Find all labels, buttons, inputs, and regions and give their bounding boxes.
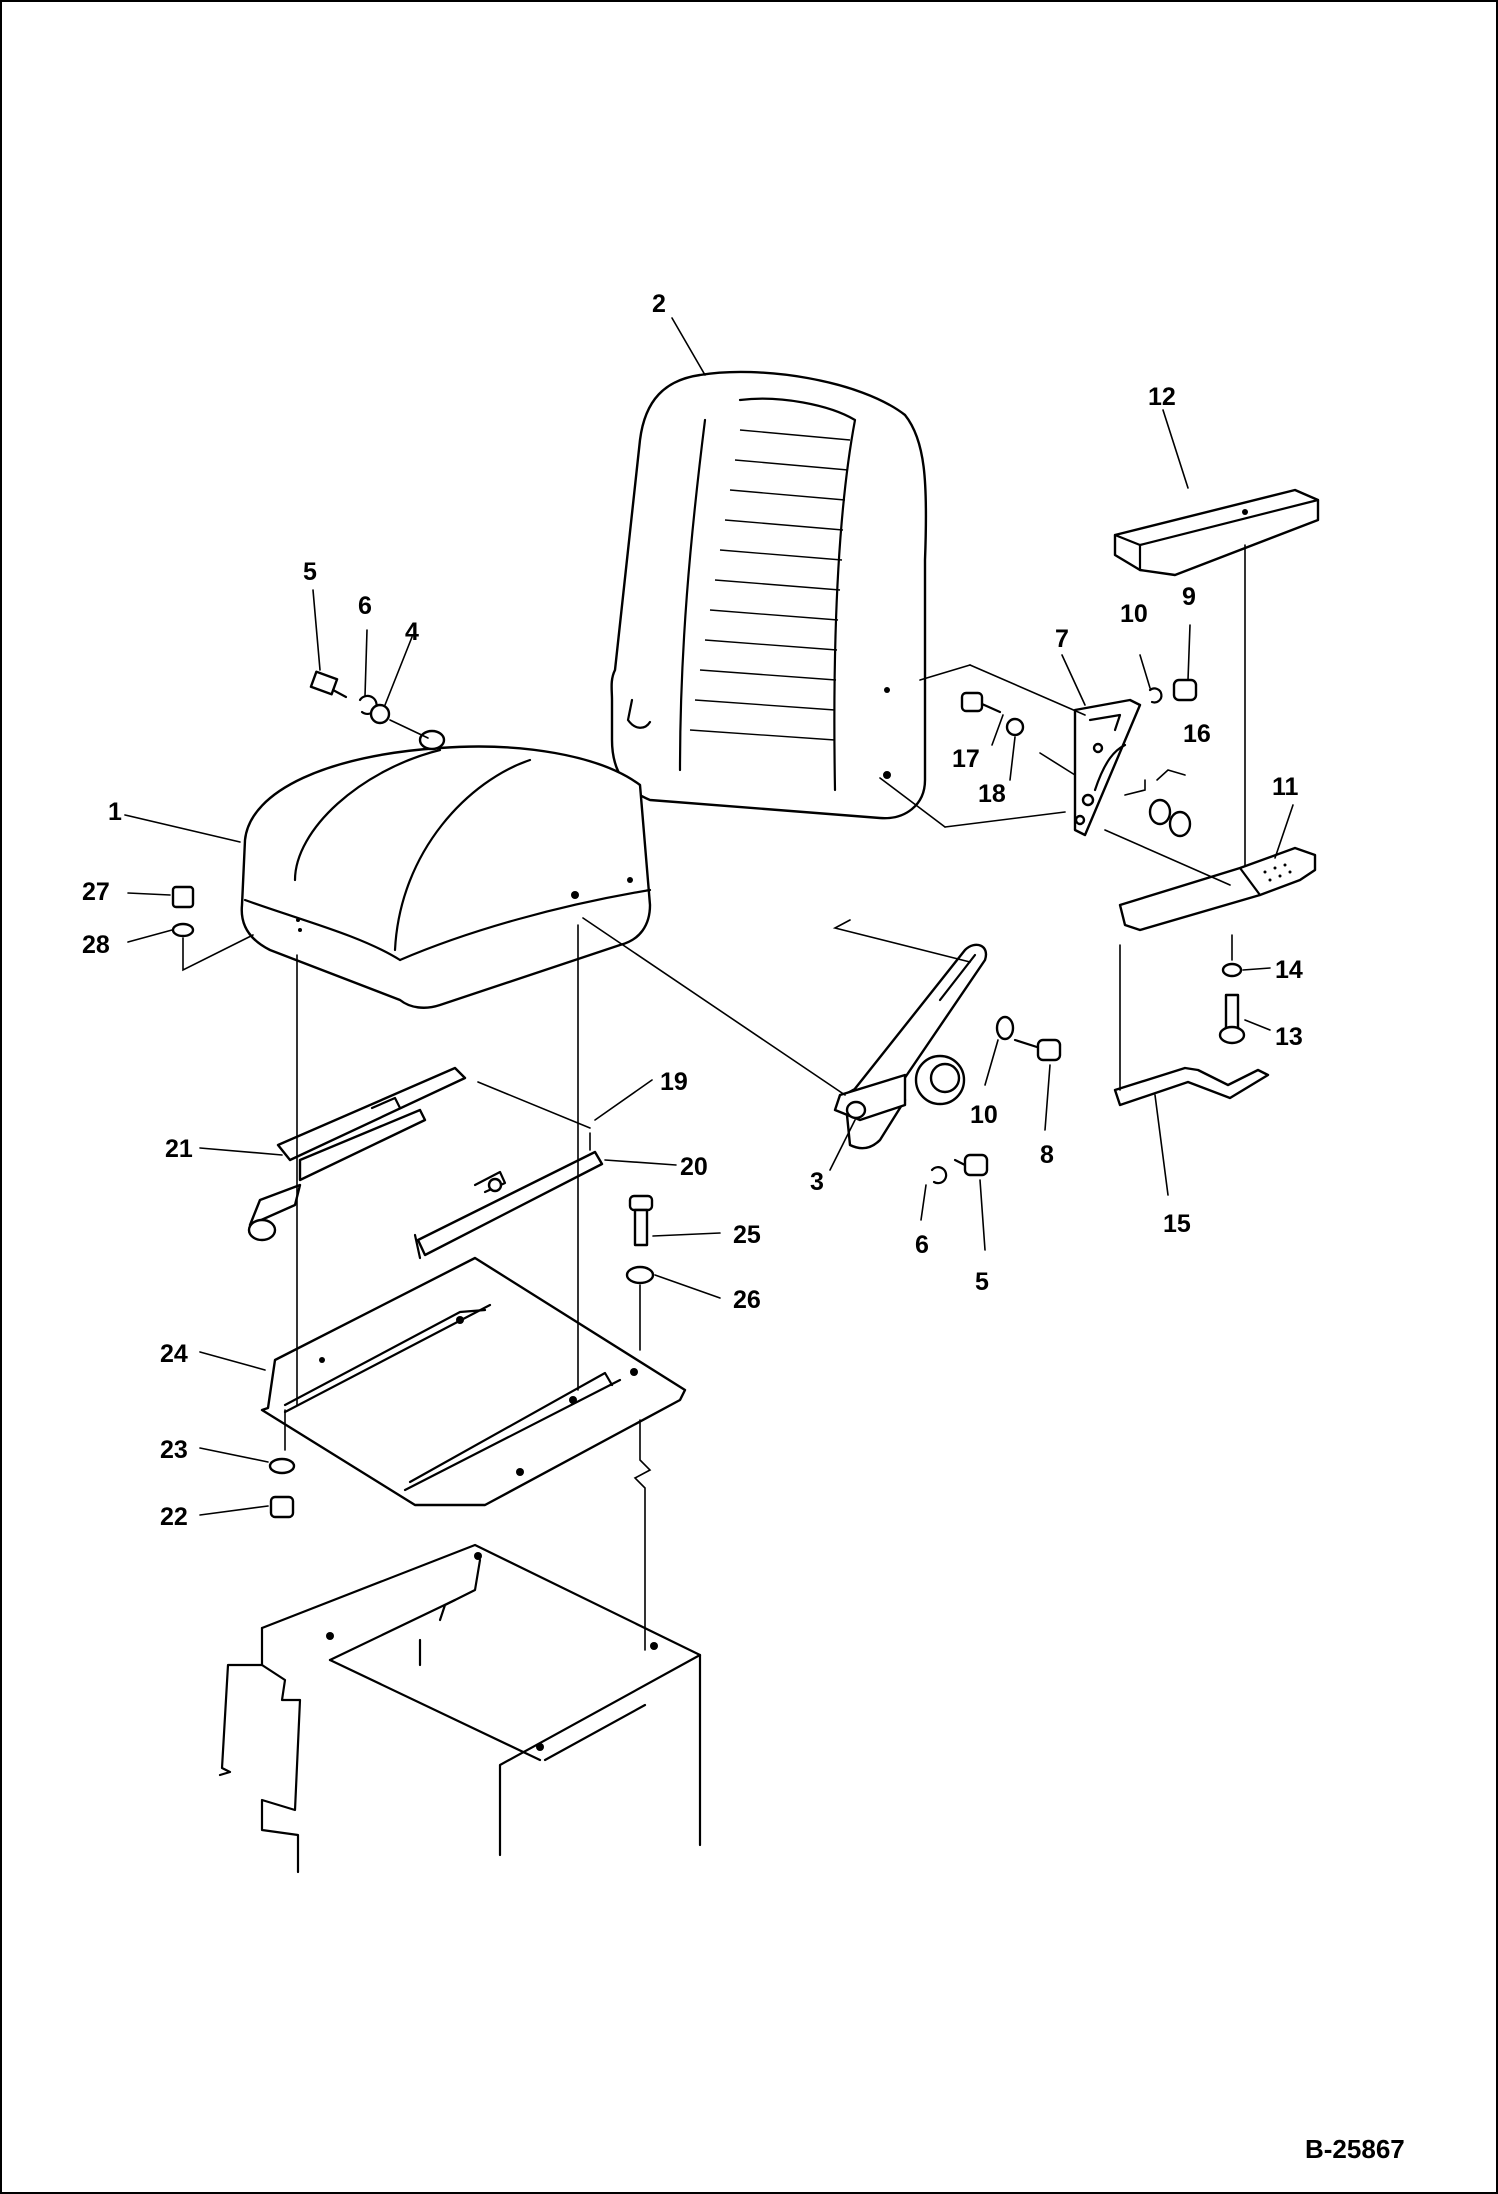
- spacer-4: [369, 703, 391, 725]
- callout-16: 16: [1183, 720, 1211, 748]
- washer-26: [625, 1265, 655, 1285]
- callout-13: 13: [1275, 1023, 1303, 1051]
- callout-5-lower: 5: [975, 1268, 989, 1296]
- bolt-13: [1218, 993, 1246, 1045]
- callout-7: 7: [1055, 625, 1069, 653]
- link-15: [1113, 1066, 1270, 1107]
- callout-5-top: 5: [303, 558, 317, 586]
- recliner-lever-3: [833, 943, 988, 1150]
- base-plate-24: [260, 1256, 687, 1507]
- callout-12: 12: [1148, 383, 1176, 411]
- callout-3: 3: [810, 1168, 824, 1196]
- bolt-25: [628, 1194, 654, 1247]
- callout-6-top: 6: [358, 592, 372, 620]
- slide-rail-21: [247, 1066, 467, 1242]
- nut-27: [171, 885, 195, 909]
- callout-10-lower: 10: [970, 1101, 998, 1129]
- callout-25: 25: [733, 1221, 761, 1249]
- callout-18: 18: [978, 780, 1006, 808]
- armrest-bracket-7: [1073, 698, 1142, 837]
- lock-washer-6-lower: [930, 1166, 948, 1185]
- callout-24: 24: [160, 1340, 188, 1368]
- armrest-pad-12: [1113, 488, 1320, 577]
- callout-4: 4: [405, 618, 419, 646]
- cushion-knob: [418, 729, 446, 751]
- washer-10-upper: [1148, 687, 1163, 704]
- callout-27: 27: [82, 878, 110, 906]
- bolt-5-lower: [953, 1153, 989, 1177]
- callout-23: 23: [160, 1436, 188, 1464]
- callout-9: 8: [1040, 1141, 1054, 1169]
- seat-cushion: [240, 745, 652, 1009]
- bolt-5-top: [309, 670, 348, 699]
- seat-back: [610, 370, 928, 820]
- callout-19: 19: [660, 1068, 688, 1096]
- callout-6-lower: 6: [915, 1231, 929, 1259]
- lock-washer-6-top: [358, 694, 378, 715]
- washer-28: [171, 922, 195, 938]
- nut-22: [269, 1495, 295, 1519]
- washers-16: [1148, 769, 1192, 838]
- bolt-8: [1172, 678, 1198, 702]
- callout-14: 14: [1275, 956, 1303, 984]
- callout-8: 9: [1182, 583, 1196, 611]
- callout-15: 15: [1163, 1210, 1191, 1238]
- slide-rail-20: [413, 1150, 604, 1260]
- callout-28: 28: [82, 931, 110, 959]
- callout-labels: 2 12 1 5 6 4 27 28 10 9 7 16 17 18 11 14…: [82, 290, 1303, 1531]
- callout-2: 2: [652, 290, 666, 318]
- callout-20: 20: [680, 1153, 708, 1181]
- armrest-frame-11: [1118, 846, 1317, 932]
- bolt-17: [960, 691, 1002, 714]
- bolt-9: [1013, 1038, 1062, 1062]
- callout-21: 21: [165, 1135, 193, 1163]
- floor-console: [218, 1543, 702, 1874]
- callout-1: 1: [108, 798, 122, 826]
- reference-code: B-25867: [1305, 2134, 1405, 2164]
- callout-17: 17: [952, 745, 980, 773]
- callout-26: 26: [733, 1286, 761, 1314]
- callout-22: 22: [160, 1503, 188, 1531]
- callout-11: 11: [1272, 773, 1299, 801]
- washer-23: [268, 1457, 296, 1475]
- washer-18: [1005, 717, 1025, 737]
- leader-lines: [124, 317, 1294, 1516]
- washer-14: [1221, 962, 1243, 978]
- callout-10-upper: 10: [1120, 600, 1148, 628]
- washer-10-lower: [995, 1015, 1015, 1041]
